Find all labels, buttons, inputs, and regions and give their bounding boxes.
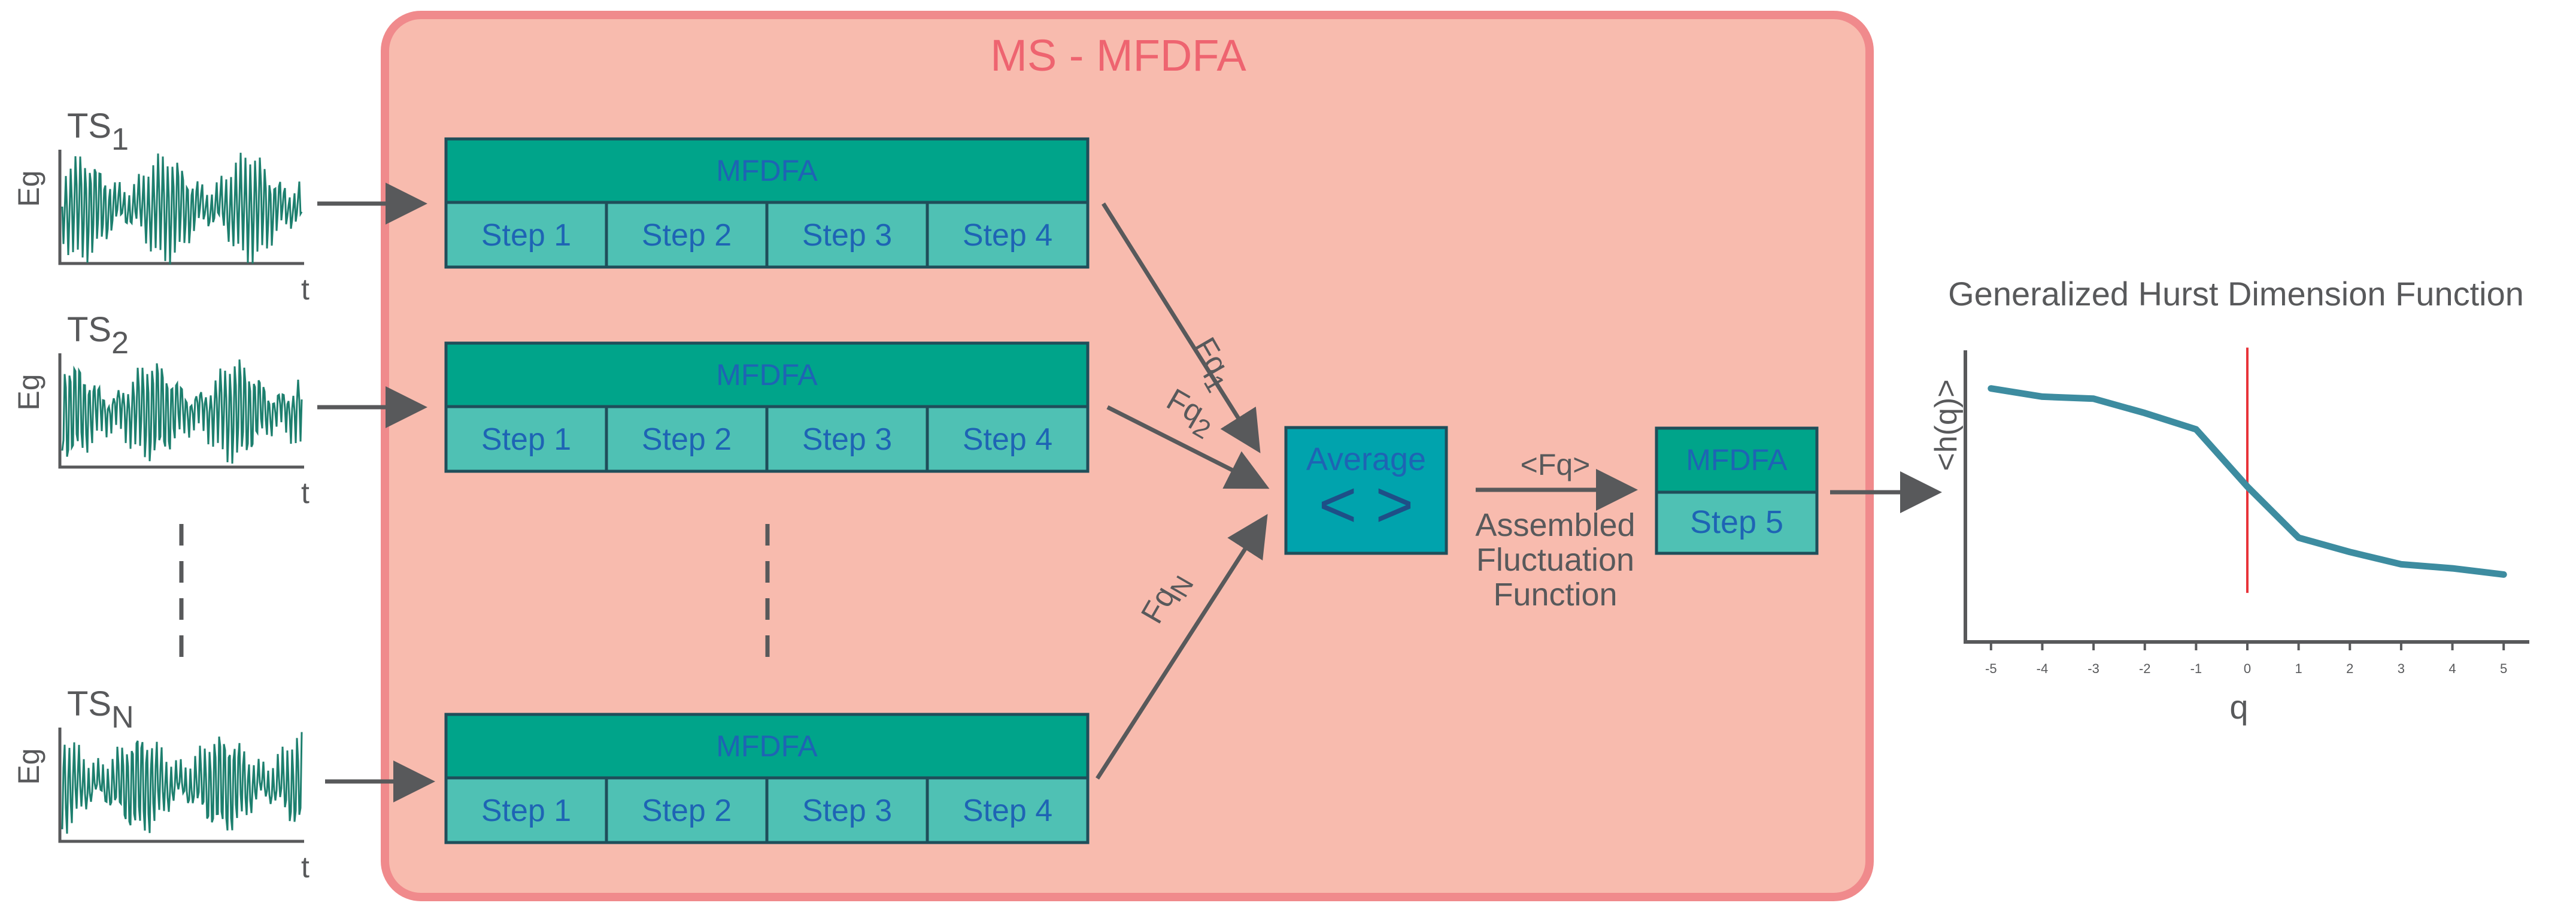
chart-title: Generalized Hurst Dimension Function <box>1948 275 2524 313</box>
average-symbol: < > <box>1318 468 1413 541</box>
series-axes <box>58 728 304 843</box>
chart-x-tick-label: -2 <box>2139 661 2151 676</box>
mfdfa-step-cell <box>926 776 1090 844</box>
mfdfa-blocks: MFDFA Step 1 Step 2 Step 3 Step 4 MFDFA Step 1… <box>444 137 1090 844</box>
chart-x-tick-label: 1 <box>2295 661 2302 676</box>
mfdfa-step-cell <box>444 201 608 269</box>
mfdfa-step-label: Step 1 <box>481 793 571 828</box>
assembled-line-2: Fluctuation <box>1476 542 1634 578</box>
series-ylabel: Eg <box>12 374 45 410</box>
chart-point <box>2193 426 2199 433</box>
chart-point <box>2347 549 2353 555</box>
mfdfa-step-cell <box>444 776 608 844</box>
hurst-chart: Generalized Hurst Dimension Function <h(… <box>1929 275 2529 726</box>
chart-point <box>2141 410 2148 416</box>
series-axes <box>58 353 304 469</box>
mfdfa-step-cell <box>926 405 1090 473</box>
mfdfa-step-label: Step 4 <box>963 793 1052 828</box>
mfdfa-step-label: Step 3 <box>802 422 892 457</box>
series-signal <box>61 153 303 265</box>
chart-point <box>2449 565 2456 572</box>
series-xlabel: t <box>301 476 310 510</box>
mfdfa-step-label: Step 1 <box>481 422 571 457</box>
final-block-step <box>1655 490 1819 555</box>
chart-x-tick-label: 0 <box>2244 661 2251 676</box>
chart-point <box>2295 534 2302 541</box>
assembled-line-3: Function <box>1493 577 1617 613</box>
series-xlabel: t <box>301 850 310 884</box>
final-block-step-label: Step 5 <box>1690 504 1783 540</box>
chart-ylabel: <h(q)> <box>1929 379 1964 471</box>
series-ylabel: Eg <box>12 170 45 207</box>
chart-x-tick-label: -3 <box>2087 661 2099 676</box>
final-block-title: MFDFA <box>1686 443 1788 477</box>
chart-point <box>2039 393 2046 400</box>
mfdfa-step-cell <box>765 201 929 269</box>
chart-xlabel: q <box>2229 688 2248 726</box>
mfdfa-step-label: Step 1 <box>481 218 571 253</box>
chart-point <box>2501 571 2507 578</box>
chart-x-tick-label: -5 <box>1985 661 1997 676</box>
chart-ticks: -5 -4 -3 -2 -1 0 1 2 3 4 5 <box>1985 642 2507 676</box>
chart-x-tick-label: 4 <box>2448 661 2456 676</box>
mfdfa-step-cell <box>926 201 1090 269</box>
chart-x-tick-label: 5 <box>2500 661 2507 676</box>
mfdfa-block-title: MFDFA <box>716 729 818 763</box>
chart-point <box>2398 561 2404 568</box>
series-xlabel: t <box>301 272 310 306</box>
fqn-arrow <box>1096 514 1268 780</box>
average-box <box>1284 426 1448 555</box>
mfdfa-step-label: Step 3 <box>802 218 892 253</box>
mfdfa-step-label: Step 2 <box>642 422 732 457</box>
chart-x-tick-label: -1 <box>2190 661 2202 676</box>
mfdfa-step-label: Step 2 <box>642 218 732 253</box>
mfdfa-step-cell <box>605 405 769 473</box>
chart-point <box>2090 395 2097 402</box>
series-axes <box>58 150 304 265</box>
chart-point <box>1988 385 1994 392</box>
mfdfa-step-label: Step 4 <box>963 218 1052 253</box>
average-title: Average <box>1306 441 1426 477</box>
mfdfa-step-cell <box>765 776 929 844</box>
series-ylabel: Eg <box>12 748 45 784</box>
chart-x-tick-label: 2 <box>2346 661 2353 676</box>
mfdfa-step-cell <box>605 201 769 269</box>
fq2-arrow <box>1106 405 1270 489</box>
mfdfa-step-cell <box>605 776 769 844</box>
chart-point <box>2244 483 2250 490</box>
series-signal <box>61 732 303 834</box>
series-label: TS2 <box>67 310 129 360</box>
mfdfa-block-title: MFDFA <box>716 154 818 187</box>
assembled-symbol: <Fq> <box>1521 448 1591 481</box>
mfdfa-block-title: MFDFA <box>716 358 818 392</box>
mfdfa-step-label: Step 4 <box>963 422 1052 457</box>
series-label: TS1 <box>67 107 129 157</box>
mfdfa-step-label: Step 2 <box>642 793 732 828</box>
chart-x-tick-label: 3 <box>2398 661 2405 676</box>
panel-title: MS - MFDFA <box>990 31 1246 80</box>
assembled-line-1: Assembled <box>1475 507 1635 543</box>
chart-x-tick-label: -4 <box>2037 661 2049 676</box>
fq1-arrow <box>1102 202 1261 453</box>
series-signal <box>61 359 303 464</box>
series-label: TSN <box>67 684 134 735</box>
mfdfa-step-label: Step 3 <box>802 793 892 828</box>
